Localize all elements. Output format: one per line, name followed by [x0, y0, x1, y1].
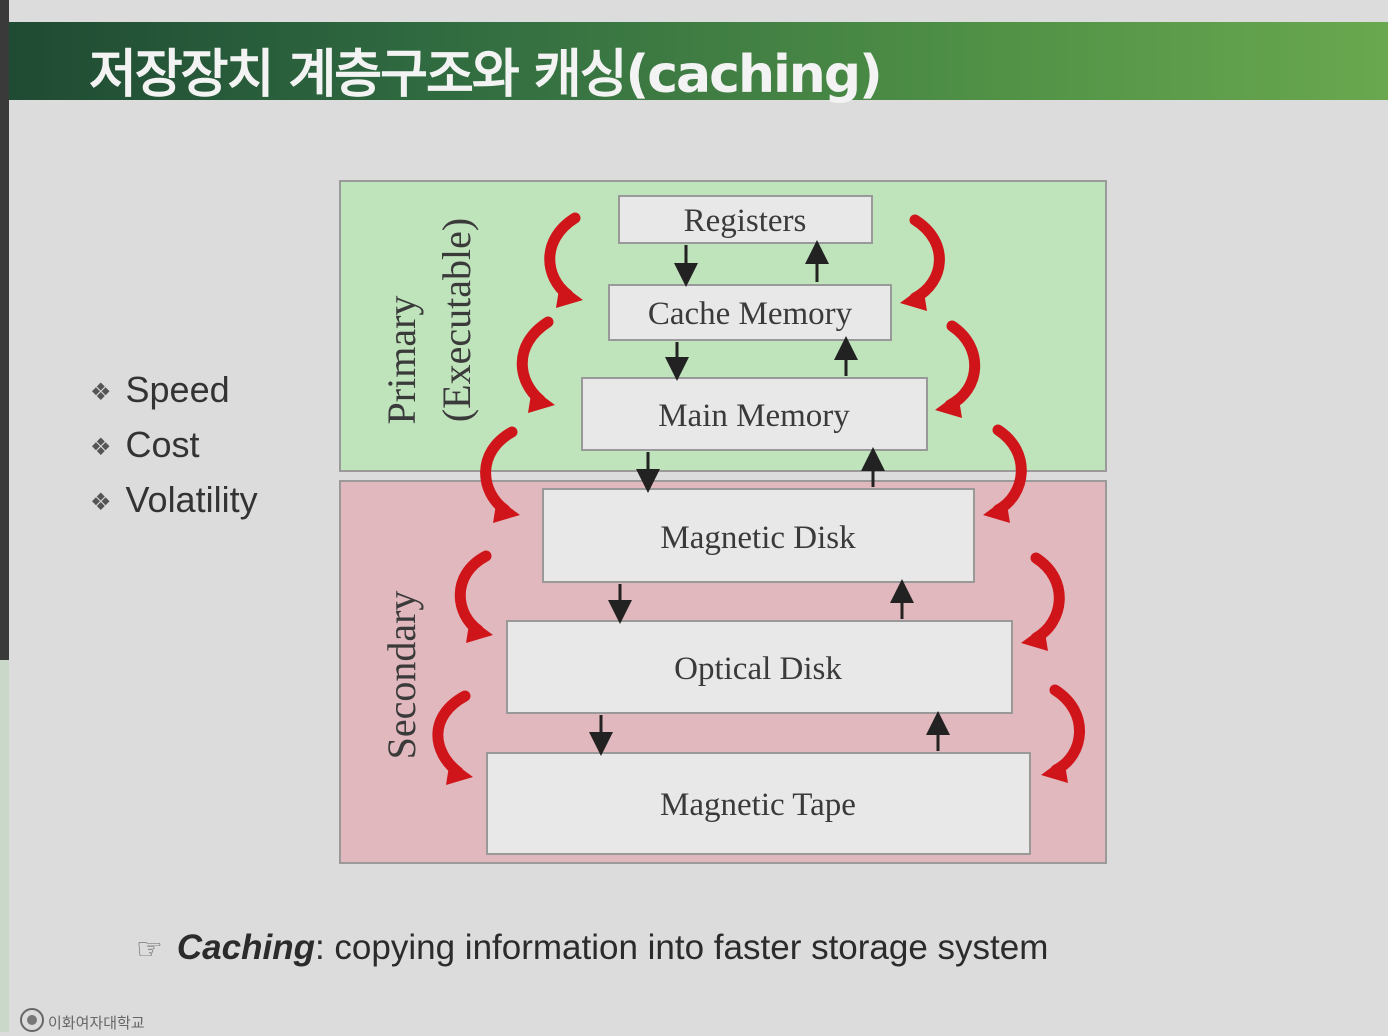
executable-label: (Executable) — [434, 218, 479, 422]
level-label: Optical Disk — [674, 651, 842, 687]
connector-arrows — [589, 240, 950, 756]
level-label: Main Memory — [658, 398, 850, 434]
bullet-label: Speed — [125, 369, 230, 410]
red-arrowhead-icon — [1041, 758, 1068, 783]
red-arrowhead-icon — [900, 286, 927, 311]
level-box-optical-disk — [506, 620, 1013, 714]
level-box-cache-memory — [608, 284, 892, 341]
diamond-bullet-icon: ❖ — [90, 433, 112, 461]
logo-emblem-icon: 이화여자대학교 — [20, 1008, 145, 1032]
bullet-list: ❖ Speed ❖ Cost ❖ Volatility — [90, 362, 320, 527]
bullet-label: Volatility — [125, 479, 258, 520]
slide-title: 저장장치 계층구조와 캐싱(caching) — [89, 45, 883, 105]
bullet-label: Cost — [125, 424, 200, 465]
secondary-label: Secondary — [379, 591, 424, 760]
primary-label: Primary — [379, 296, 424, 425]
bullet-item: ❖ Cost — [90, 417, 320, 472]
window-edge-lower — [0, 660, 9, 1032]
level-box-magnetic-tape — [486, 752, 1031, 855]
red-arrowhead-icon — [528, 388, 555, 413]
red-arrowhead-icon — [466, 618, 493, 643]
level-label: Magnetic Disk — [660, 520, 856, 556]
level-box-main-memory — [581, 377, 928, 451]
caching-caption: ☞ Caching: copying information into faste… — [136, 928, 1048, 968]
level-label: Registers — [684, 203, 807, 239]
window-edge — [0, 0, 9, 660]
red-arrowhead-icon — [446, 760, 473, 785]
university-logo: 이화여자대학교 — [14, 1004, 204, 1032]
level-box-magnetic-disk — [542, 488, 975, 583]
red-arrowhead-icon — [493, 498, 520, 523]
diamond-bullet-icon: ❖ — [90, 488, 112, 516]
red-arrowhead-icon — [935, 393, 962, 418]
level-box-registers — [618, 195, 873, 244]
bullet-item: ❖ Volatility — [90, 472, 320, 527]
caption-text: : copying information into faster storag… — [314, 928, 1049, 967]
bullet-item: ❖ Speed — [90, 362, 320, 417]
diamond-bullet-icon: ❖ — [90, 378, 112, 406]
hand-pointer-icon: ☞ — [136, 933, 163, 966]
red-arrowhead-icon — [556, 283, 583, 308]
red-arrowhead-icon — [1021, 626, 1048, 651]
level-label: Cache Memory — [648, 296, 853, 332]
red-arrowhead-icon — [983, 498, 1010, 523]
title-bar: 저장장치 계층구조와 캐싱(caching) — [9, 22, 1388, 105]
caching-arrowheads — [446, 283, 1068, 785]
caption-term: Caching — [176, 928, 315, 967]
level-label: Magnetic Tape — [660, 787, 856, 823]
logo-text: 이화여자대학교 — [48, 1014, 145, 1032]
